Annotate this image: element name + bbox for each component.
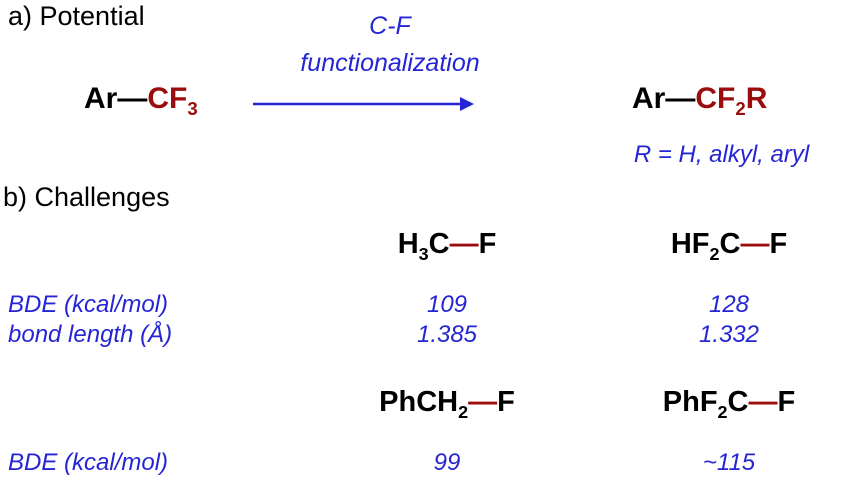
arrow-label-line2: functionalization	[300, 49, 480, 77]
hf2cf-pre: HF	[670, 228, 710, 260]
reactant-group-text: CF	[147, 82, 188, 115]
bde-row-label: BDE (kcal/mol)	[8, 291, 169, 318]
section-b-title: b) Challenges	[3, 182, 170, 212]
product-group: CF2R	[695, 82, 768, 118]
reactant-ar: Ar	[84, 82, 118, 115]
bond-length-value-hf2cf: 1.332	[698, 321, 760, 348]
bde-value-phch2f: 99	[433, 449, 461, 476]
formula-hf2c-f: HF2C—F	[609, 228, 843, 264]
hf2cf-f: F	[769, 228, 788, 260]
bde2-row-label: BDE (kcal/mol)	[8, 449, 169, 476]
section-a-title: a) Potential	[8, 1, 145, 31]
reactant-formula: Ar—CF3	[84, 82, 198, 118]
reactant-bond: —	[117, 82, 148, 115]
bond-length-row-label: bond length (Å)	[8, 321, 173, 348]
h3cf-pre: H	[397, 228, 419, 260]
bde-value-hf2cf: 128	[708, 291, 750, 318]
reactant-group-sub: 3	[187, 98, 198, 119]
phf2cf-f: F	[777, 386, 796, 418]
hf2cf-bond: —	[740, 228, 770, 260]
phf2cf-bond: —	[748, 386, 778, 418]
h3cf-bond: —	[449, 228, 479, 260]
product-group-sub: 2	[735, 98, 746, 119]
phf2cf-post: C	[727, 386, 749, 418]
reaction-arrow	[253, 97, 474, 111]
phf2cf-sub: 2	[717, 401, 728, 422]
product-formula: Ar—CF2R	[632, 82, 768, 118]
phch2f-sub: 2	[458, 401, 469, 422]
arrow-label-line1: C-F	[369, 12, 411, 40]
h3cf-sub: 3	[418, 243, 429, 264]
r-definition: R = H, alkyl, aryl	[633, 141, 810, 168]
phch2f-pre: PhCH	[379, 386, 459, 418]
formula-phch2-f: PhCH2—F	[327, 386, 567, 422]
h3cf-post: C	[428, 228, 450, 260]
phch2f-f: F	[497, 386, 515, 418]
product-group-text: CF	[695, 82, 736, 115]
product-ar: Ar	[632, 82, 666, 115]
hf2cf-post: C	[719, 228, 741, 260]
formula-h3c-f: H3C—F	[327, 228, 567, 264]
bde-value-phf2cf: ~115	[702, 449, 756, 476]
product-group-r: R	[745, 82, 768, 115]
bde-value-h3cf: 109	[426, 291, 468, 318]
bond-length-value-h3cf: 1.385	[416, 321, 478, 348]
formula-phf2c-f: PhF2C—F	[609, 386, 843, 422]
hf2cf-sub: 2	[709, 243, 720, 264]
reactant-group: CF3	[147, 82, 197, 118]
phf2cf-pre: PhF	[662, 386, 718, 418]
phch2f-bond: —	[468, 386, 498, 418]
h3cf-f: F	[478, 228, 497, 260]
product-bond: —	[665, 82, 696, 115]
